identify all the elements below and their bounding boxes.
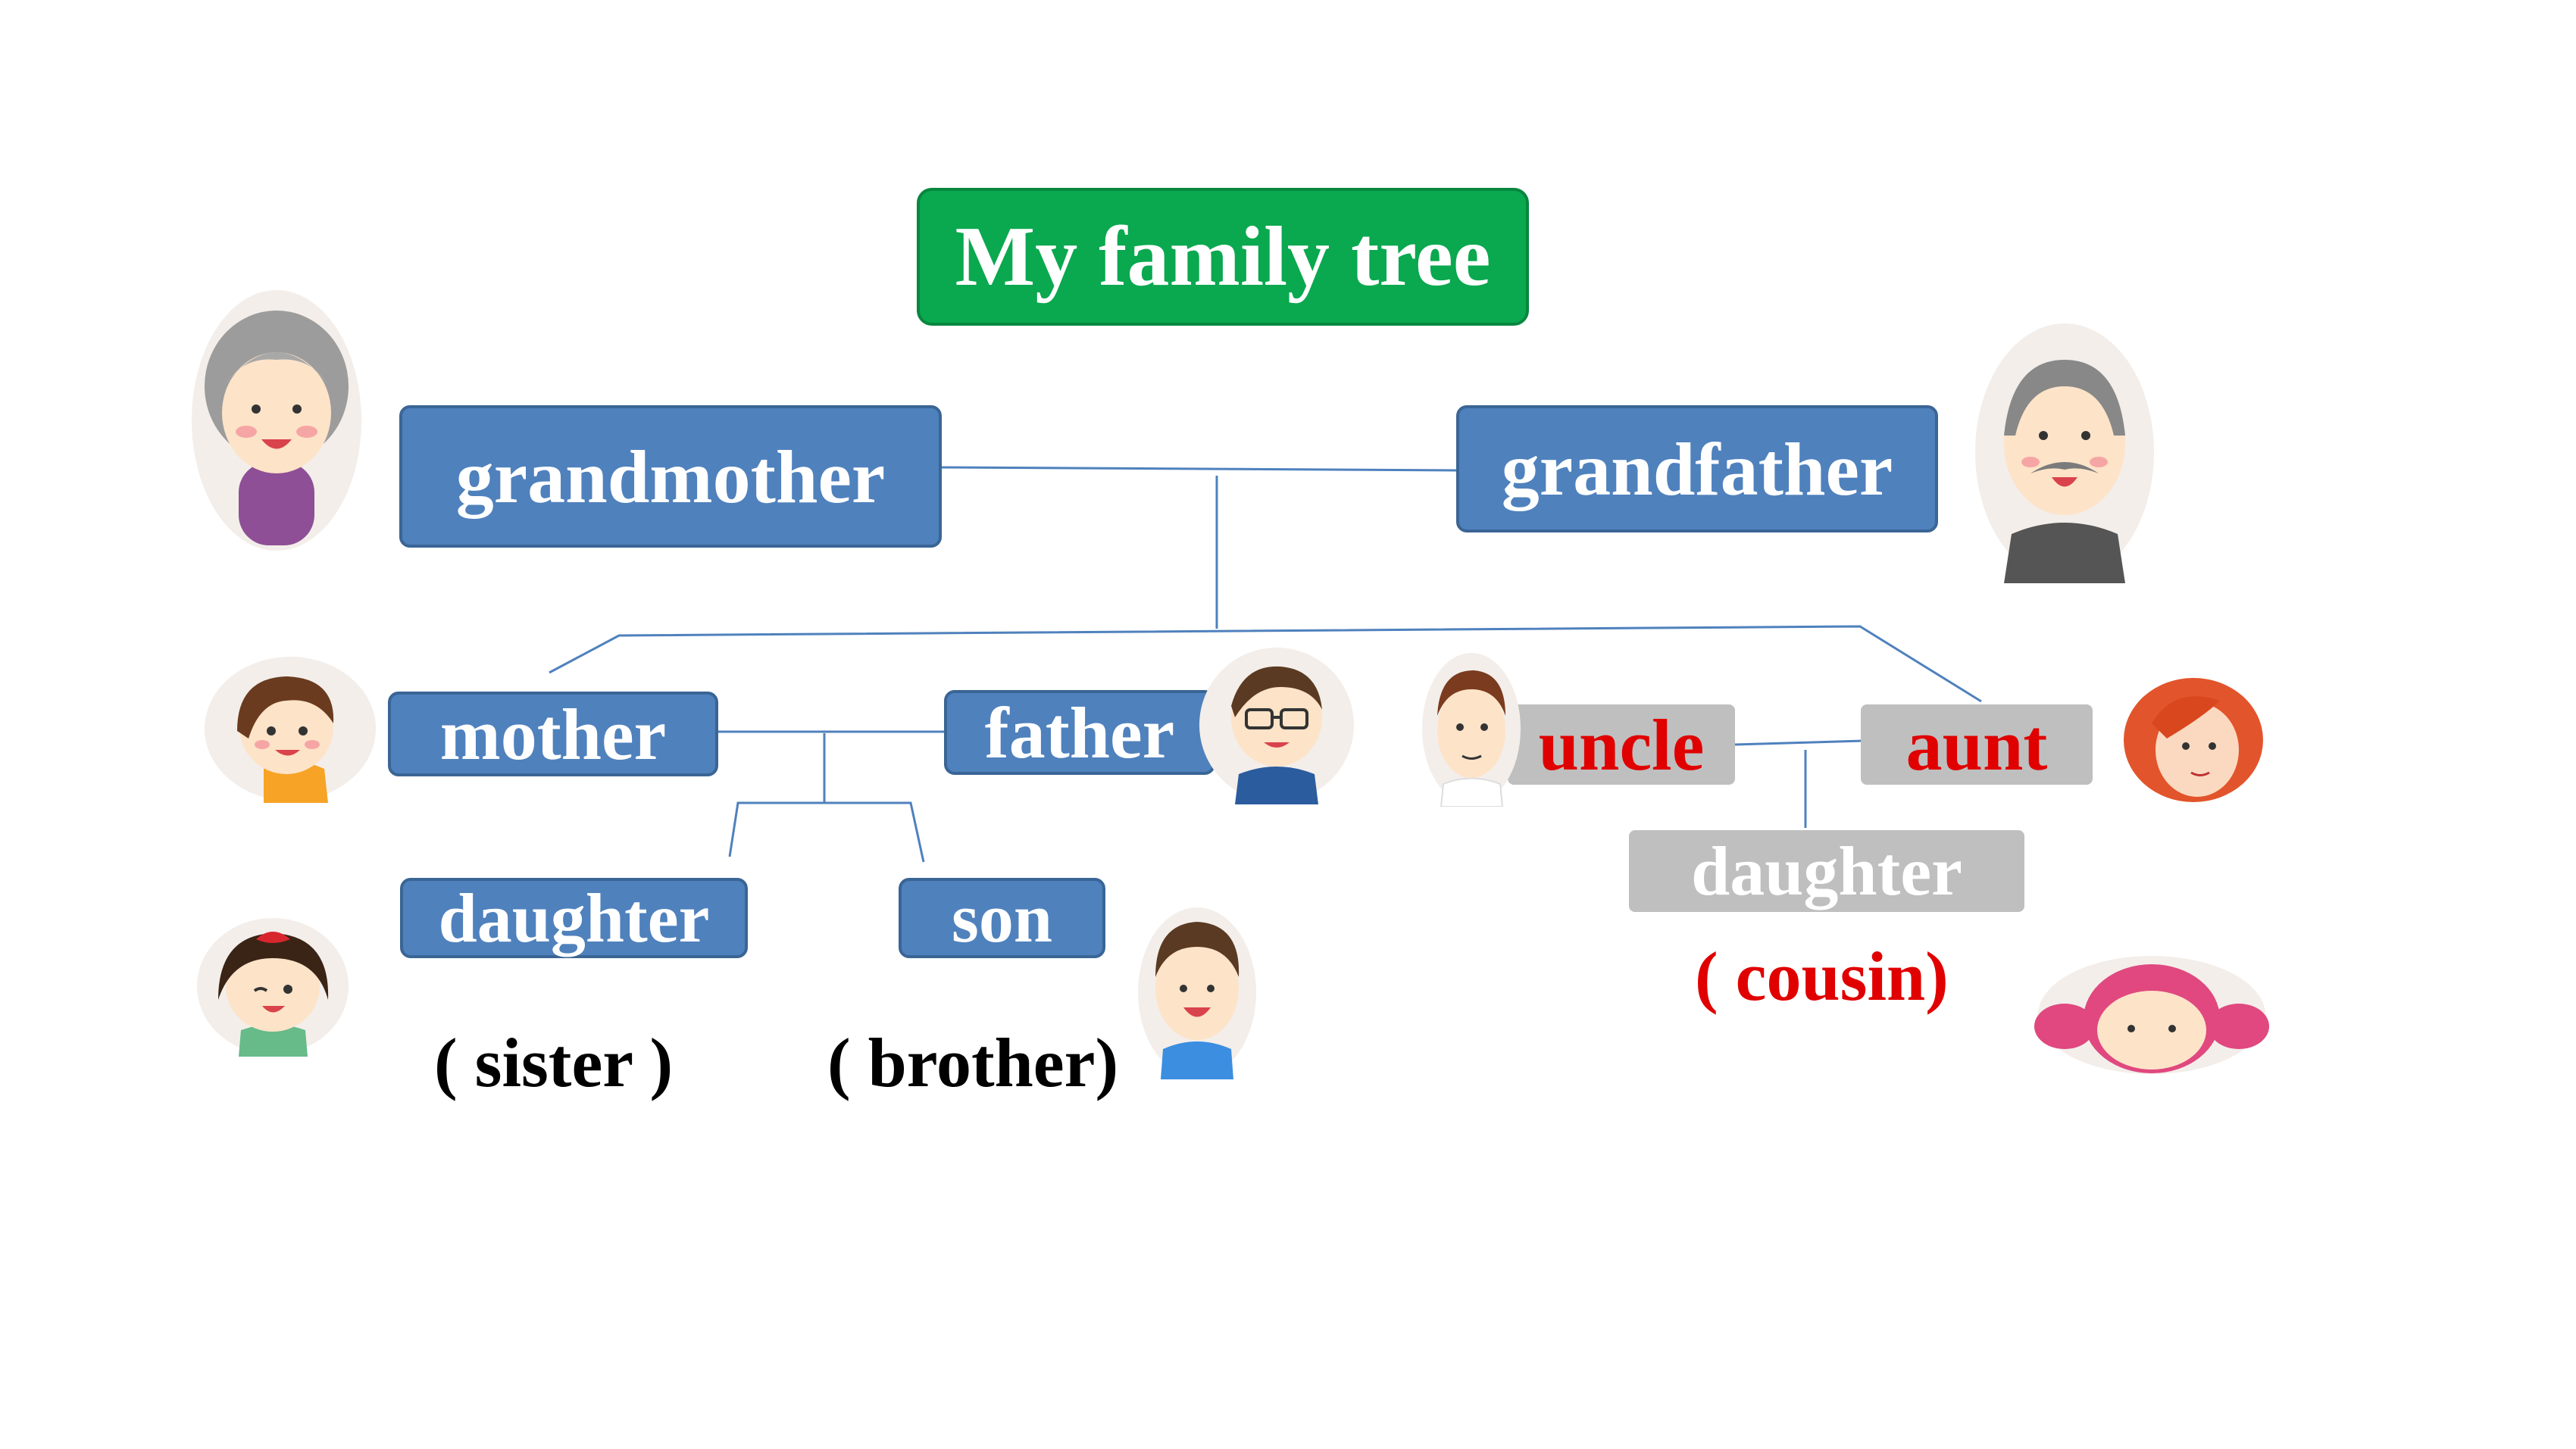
cousin-daughter-label: daughter bbox=[1691, 832, 1962, 910]
grandmother-avatar bbox=[192, 290, 361, 551]
grandmother-label: grandmother bbox=[455, 434, 886, 519]
siblings-branch-line bbox=[728, 801, 925, 863]
grandfather-label: grandfather bbox=[1501, 426, 1893, 511]
mother-avatar bbox=[205, 657, 376, 803]
sister-label: ( sister ) bbox=[434, 1024, 674, 1101]
aunt-avatar bbox=[2124, 678, 2263, 802]
children-branch-line bbox=[549, 625, 1982, 703]
daughter-avatar bbox=[197, 918, 349, 1057]
father-label: father bbox=[984, 692, 1175, 773]
title-box: My family tree bbox=[917, 188, 1529, 326]
mother-box: mother bbox=[388, 692, 718, 776]
grandfather-avatar bbox=[1975, 323, 2154, 583]
son-box: son bbox=[899, 878, 1105, 958]
cousin-daughter-box: daughter bbox=[1629, 830, 2024, 912]
son-avatar bbox=[1138, 907, 1256, 1079]
uncle-aunt-link-line bbox=[1734, 739, 1865, 746]
mother-label: mother bbox=[439, 693, 667, 775]
daughter-box: daughter bbox=[400, 878, 748, 958]
father-box: father bbox=[944, 690, 1215, 775]
daughter-label: daughter bbox=[438, 879, 710, 957]
grandmother-box: grandmother bbox=[399, 405, 942, 548]
aunt-box: aunt bbox=[1861, 704, 2093, 785]
son-label: son bbox=[952, 879, 1052, 957]
cousin-label: ( cousin) bbox=[1695, 938, 1949, 1015]
cousin-avatar bbox=[2034, 956, 2269, 1074]
grandparents-link-line bbox=[939, 466, 1458, 472]
brother-label: ( brother) bbox=[827, 1024, 1119, 1101]
father-avatar bbox=[1199, 648, 1354, 804]
grandfather-box: grandfather bbox=[1456, 405, 1938, 532]
page-title: My family tree bbox=[955, 209, 1491, 304]
uncle-label: uncle bbox=[1538, 704, 1705, 785]
aunt-label: aunt bbox=[1905, 704, 2048, 785]
uncle-box: uncle bbox=[1508, 704, 1735, 785]
uncle-avatar bbox=[1422, 653, 1521, 807]
